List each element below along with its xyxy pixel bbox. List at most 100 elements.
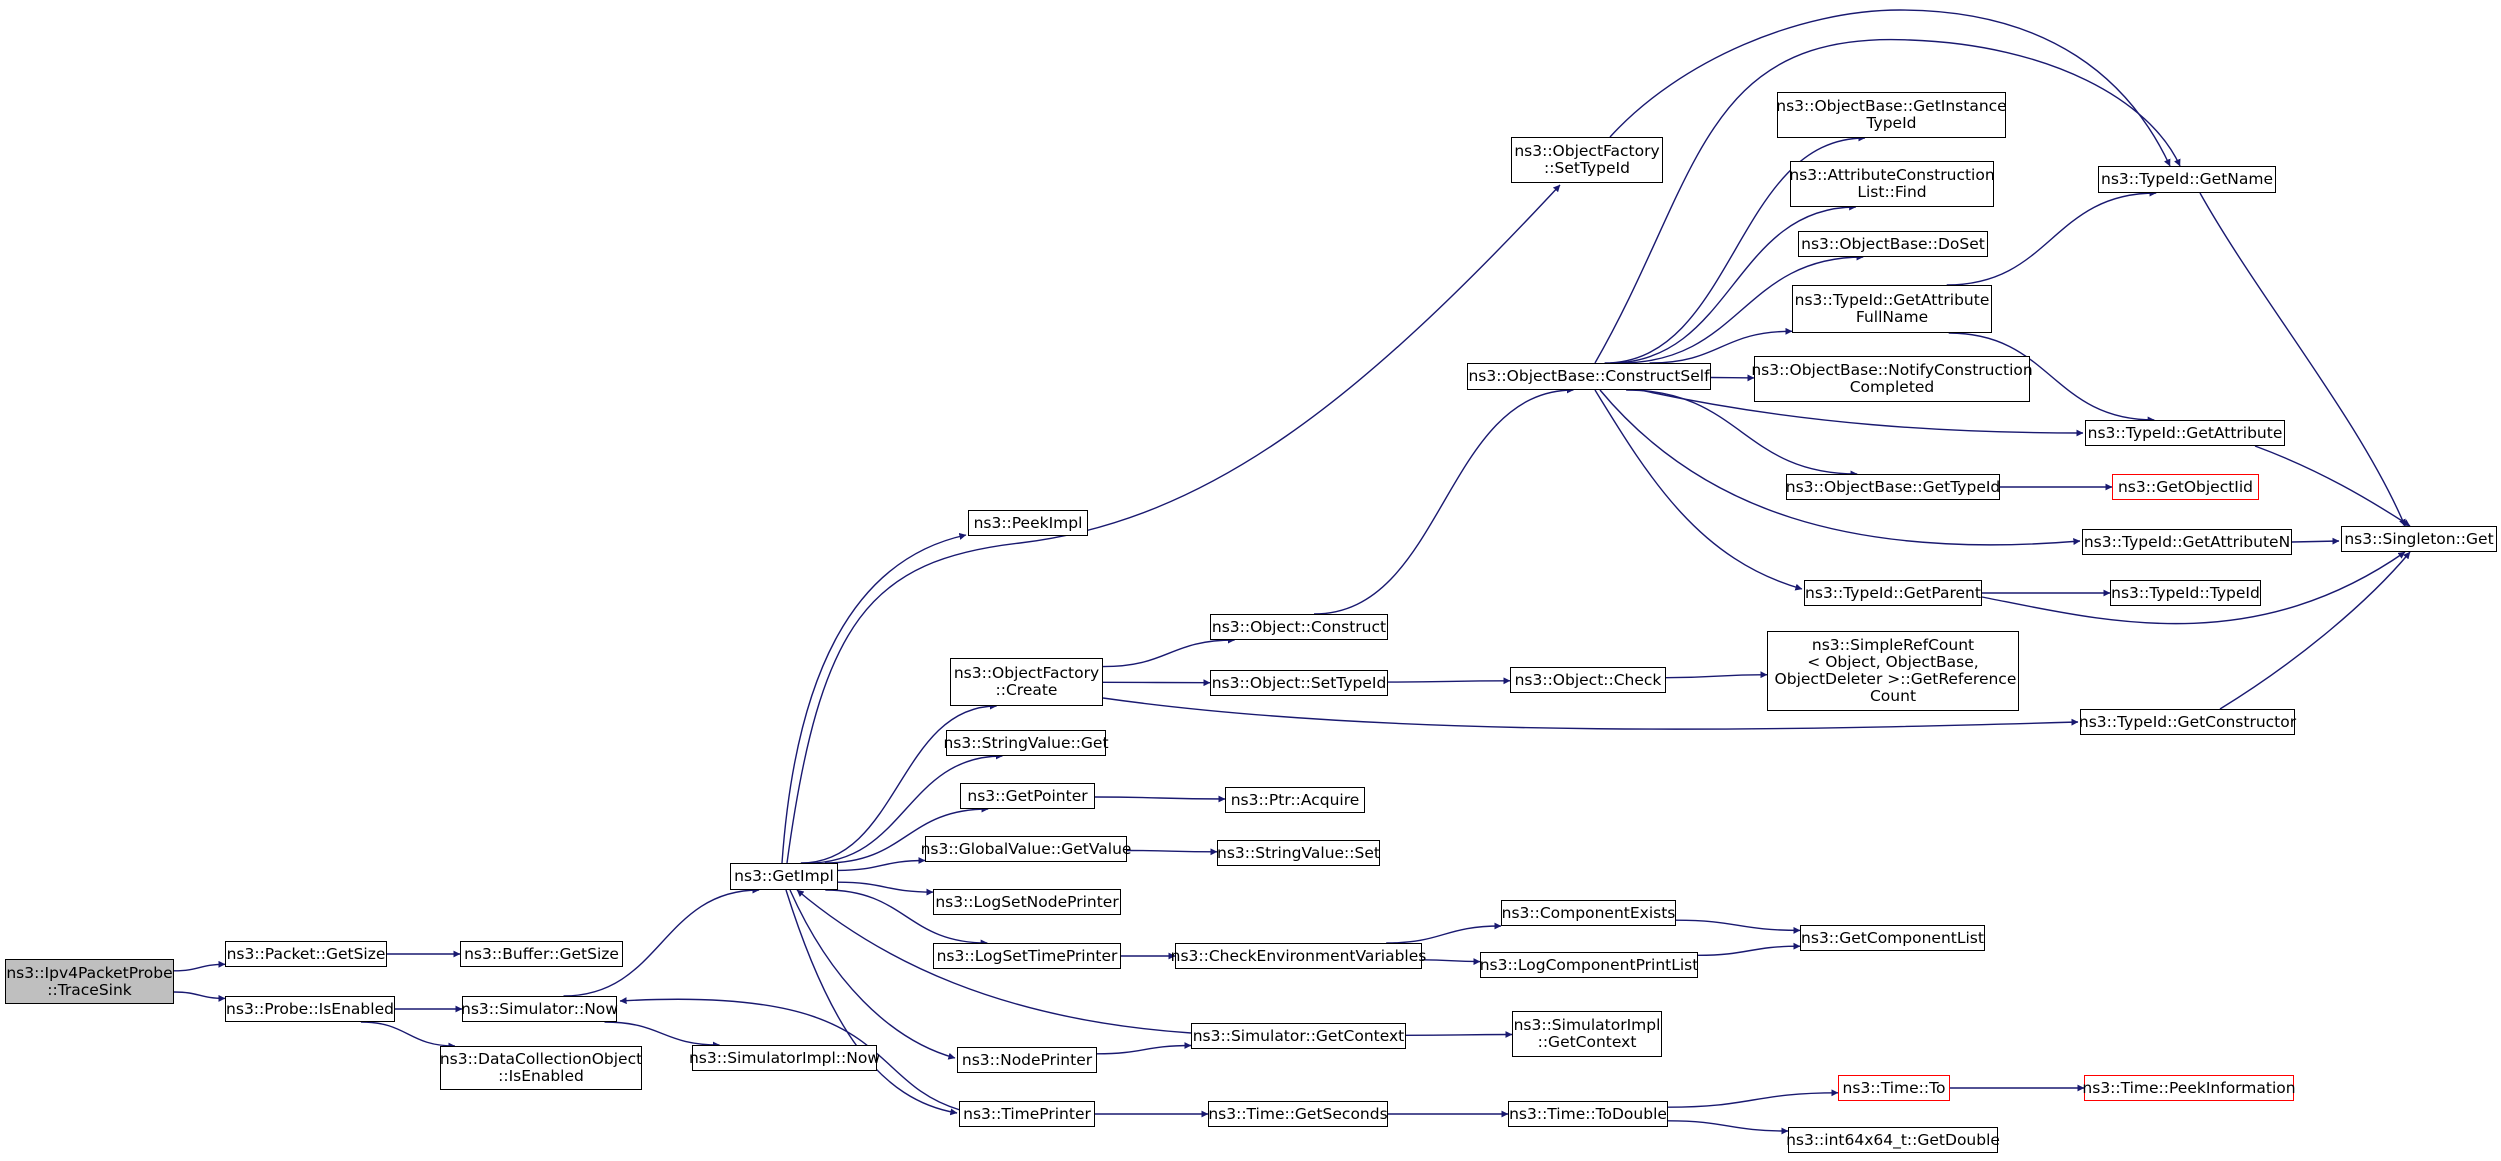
graph-node-ns3-getobjectiid[interactable]: ns3::GetObjectIid (2112, 474, 2259, 500)
edge-n29-to-n40 (1697, 942, 1801, 956)
edge-n8-to-n14 (837, 881, 934, 896)
graph-node-ns3-time-to[interactable]: ns3::Time::To (1838, 1075, 1950, 1101)
graph-node-ns3-time-todouble[interactable]: ns3::Time::ToDouble (1508, 1101, 1668, 1127)
graph-node-ns3-object-settypeid[interactable]: ns3::Object::SetTypeId (1210, 670, 1388, 696)
graph-node-ns3-nodeprinter[interactable]: ns3::NodePrinter (957, 1047, 1097, 1073)
graph-node-label: ns3::ObjectFactory ::Create (953, 664, 1100, 699)
graph-node-label: ns3::ObjectBase::ConstructSelf (1468, 367, 1710, 385)
edge-n31-to-n41 (1667, 1089, 1839, 1108)
graph-node-ns3-ptr-acquire[interactable]: ns3::Ptr::Acquire (1225, 787, 1365, 813)
graph-node-ns3-simulatorimpl-getcontext[interactable]: ns3::SimulatorImpl ::GetContext (1512, 1011, 1662, 1057)
graph-node-ns3-globalvalue-getvalue[interactable]: ns3::GlobalValue::GetValue (921, 836, 1131, 862)
graph-node-ns3-simulator-getcontext[interactable]: ns3::Simulator::GetContext (1191, 1023, 1406, 1049)
graph-node-ns3-objectbase-getinstance-typeid[interactable]: ns3::ObjectBase::GetInstance TypeId (1776, 92, 2007, 138)
graph-node-ns3-objectfactory-settypeid[interactable]: ns3::ObjectFactory ::SetTypeId (1511, 137, 1663, 183)
graph-node-label: ns3::TypeId::GetAttribute (2087, 423, 2283, 442)
graph-node-ns3-objectbase-notifyconstruction-completed[interactable]: ns3::ObjectBase::NotifyConstruction Comp… (1751, 356, 2033, 402)
graph-node-ns3-object-construct[interactable]: ns3::Object::Construct (1210, 614, 1388, 640)
graph-node-ns3-objectbase-doset[interactable]: ns3::ObjectBase::DoSet (1798, 231, 1988, 257)
graph-node-label: ns3::ComponentExists (1501, 903, 1676, 922)
graph-node-label: ns3::Buffer::GetSize (464, 944, 619, 963)
graph-node-ns3-object-check[interactable]: ns3::Object::Check (1510, 667, 1666, 693)
graph-node-ns3-typeid-typeid[interactable]: ns3::TypeId::TypeId (2110, 580, 2261, 606)
edge-n8-to-n9 (781, 532, 967, 864)
graph-node-label: ns3::LogComponentPrintList (1479, 955, 1699, 974)
graph-node-ns3-peekimpl[interactable]: ns3::PeekImpl (968, 510, 1088, 536)
graph-node-ns3-datacollectionobject-isenabled[interactable]: ns3::DataCollectionObject ::IsEnabled (440, 1046, 642, 1090)
edge-n27-to-n39 (1665, 671, 1768, 679)
graph-node-ns3-packet-getsize[interactable]: ns3::Packet::GetSize (225, 941, 387, 967)
edge-n10-to-n19 (1102, 636, 1235, 668)
edge-n35-to-n43 (1946, 189, 2157, 286)
edge-n44-to-n49 (2254, 445, 2411, 527)
edge-n12-to-n21 (1094, 795, 1226, 803)
graph-node-ns3-stringvalue-set[interactable]: ns3::StringValue::Set (1217, 840, 1380, 866)
graph-node-label: ns3::Ipv4PacketProbe ::TraceSink (6, 963, 173, 999)
graph-node-label: ns3::TypeId::TypeId (2111, 583, 2260, 602)
edge-n43-to-n49 (2199, 192, 2406, 527)
graph-node-label: ns3::PeekImpl (973, 513, 1083, 532)
graph-node-label: ns3::TypeId::GetParent (1805, 583, 1981, 602)
graph-node-ns3-objectfactory-create[interactable]: ns3::ObjectFactory ::Create (950, 658, 1103, 706)
graph-node-ns3-time-getseconds[interactable]: ns3::Time::GetSeconds (1208, 1101, 1388, 1127)
graph-node-ns3-time-peekinformation[interactable]: ns3::Time::PeekInformation (2082, 1075, 2296, 1101)
graph-node-ns3-getpointer[interactable]: ns3::GetPointer (960, 783, 1095, 809)
graph-node-ns3-checkenvironmentvariables[interactable]: ns3::CheckEnvironmentVariables (1171, 943, 1426, 969)
graph-node-ns3-logcomponentprintlist[interactable]: ns3::LogComponentPrintList (1480, 952, 1698, 978)
graph-node-label: ns3::GetComponentList (1801, 928, 1984, 947)
graph-node-ns3-logsettimeprinter[interactable]: ns3::LogSetTimePrinter (933, 943, 1121, 969)
graph-node-label: ns3::TypeId::GetAttribute FullName (1794, 291, 1990, 326)
graph-node-ns3-simulatorimpl-now[interactable]: ns3::SimulatorImpl::Now (689, 1045, 880, 1071)
graph-node-ns3-objectbase-gettypeid[interactable]: ns3::ObjectBase::GetTypeId (1786, 474, 2000, 500)
graph-node-ns3-typeid-getname[interactable]: ns3::TypeId::GetName (2098, 166, 2276, 193)
edge-n31-to-n42 (1667, 1120, 1789, 1135)
graph-node-ns3-timeprinter[interactable]: ns3::TimePrinter (959, 1101, 1095, 1127)
edge-n19-to-n26 (1313, 386, 1574, 615)
edge-n26-to-n44 (1639, 389, 2084, 437)
graph-node-ns3-getcomponentlist[interactable]: ns3::GetComponentList (1800, 925, 1985, 951)
graph-node-ns3-singleton-get[interactable]: ns3::Singleton::Get (2341, 526, 2497, 552)
edge-n24-to-n30 (1405, 1031, 1513, 1039)
graph-node-ns3-probe-isenabled[interactable]: ns3::Probe::IsEnabled (225, 996, 395, 1022)
edge-n18-to-n43 (1609, 9, 2171, 167)
graph-node-ns3-attributeconstruction-list-find[interactable]: ns3::AttributeConstruction List::Find (1789, 161, 1995, 207)
graph-node-ns3-typeid-getattributen[interactable]: ns3::TypeId::GetAttributeN (2082, 529, 2292, 555)
graph-node-ns3-simulator-now[interactable]: ns3::Simulator::Now (461, 996, 618, 1022)
edge-n20-to-n27 (1387, 677, 1511, 685)
graph-node-label: ns3::GetImpl (734, 867, 834, 885)
graph-node-label: ns3::Singleton::Get (2344, 529, 2494, 548)
graph-node-label: ns3::LogSetNodePrinter (935, 892, 1119, 911)
edge-n24-to-n8 (796, 889, 1192, 1034)
graph-node-ns3-typeid-getattribute[interactable]: ns3::TypeId::GetAttribute (2085, 420, 2285, 446)
graph-node-ns3-logsetnodeprinter[interactable]: ns3::LogSetNodePrinter (933, 889, 1121, 915)
graph-node-label: ns3::LogSetTimePrinter (936, 946, 1118, 965)
edge-n8-to-n10 (800, 702, 997, 864)
edge-n28-to-n40 (1675, 919, 1801, 934)
graph-node-ns3-componentexists[interactable]: ns3::ComponentExists (1501, 900, 1676, 926)
graph-node-ns3-typeid-getconstructor[interactable]: ns3::TypeId::GetConstructor (2079, 709, 2296, 735)
graph-node-ns3-simplerefcount-object-objectbase-objectdeleter-getreference-count[interactable]: ns3::SimpleRefCount < Object, ObjectBase… (1767, 631, 2019, 711)
graph-node-ns3-objectbase-constructself[interactable]: ns3::ObjectBase::ConstructSelf (1467, 363, 1711, 390)
graph-node-ns3-stringvalue-get[interactable]: ns3::StringValue::Get (943, 730, 1109, 756)
graph-node-ns3-int64x64-t-getdouble[interactable]: ns3::int64x64_t::GetDouble (1786, 1127, 2000, 1153)
graph-node-label: ns3::ObjectBase::GetInstance TypeId (1776, 97, 2007, 132)
graph-node-label: ns3::StringValue::Get (943, 733, 1109, 752)
edge-n38-to-n49 (1981, 551, 2406, 625)
edge-n23-to-n29 (1421, 958, 1481, 966)
graph-node-label: ns3::ObjectFactory ::SetTypeId (1514, 142, 1660, 177)
edge-n8-to-n16 (789, 889, 956, 1060)
graph-node-ns3-getimpl[interactable]: ns3::GetImpl (730, 863, 838, 890)
graph-node-label: ns3::Time::To (1842, 1078, 1946, 1097)
graph-node-label: ns3::Time::ToDouble (1509, 1104, 1667, 1123)
graph-node-ns3-buffer-getsize[interactable]: ns3::Buffer::GetSize (460, 941, 623, 967)
edge-n8-to-n12 (824, 805, 989, 864)
graph-node-ns3-typeid-getparent[interactable]: ns3::TypeId::GetParent (1804, 580, 1982, 606)
graph-node-label: ns3::Simulator::GetContext (1192, 1026, 1405, 1045)
edge-n1-to-n2 (173, 960, 226, 972)
graph-node-label: ns3::Packet::GetSize (226, 944, 386, 963)
graph-node-label: ns3::TypeId::GetAttributeN (2083, 532, 2291, 551)
graph-node-label: ns3::int64x64_t::GetDouble (1786, 1130, 2000, 1149)
graph-node-ns3-typeid-getattribute-fullname[interactable]: ns3::TypeId::GetAttribute FullName (1792, 285, 1992, 333)
graph-node-label: ns3::GetPointer (967, 786, 1088, 805)
